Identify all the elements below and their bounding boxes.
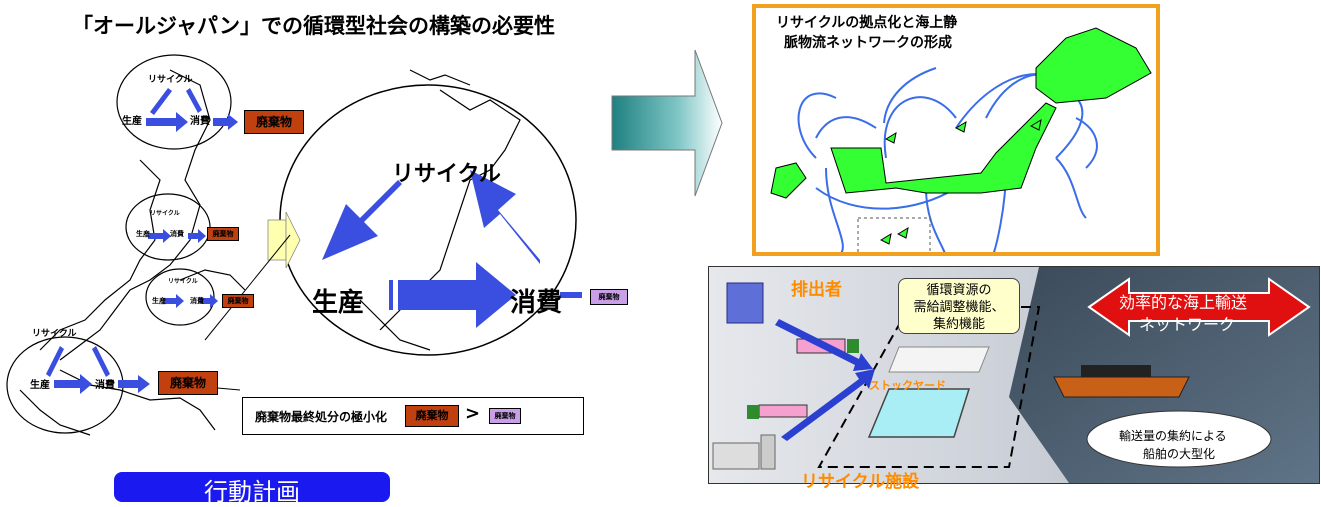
- network-label-line2: ネットワーク: [1139, 315, 1236, 334]
- callout-line3: 集約機能: [932, 317, 985, 332]
- stockyard-pool: [867, 388, 971, 438]
- factory-icon: [712, 442, 760, 470]
- flow-arrow: [781, 369, 875, 441]
- network-arrow: [1087, 277, 1311, 337]
- label-production-small: 生産: [152, 297, 166, 305]
- truck-icon: [758, 404, 808, 418]
- label-production-small: 生産: [136, 230, 150, 238]
- left-diagram: [6, 54, 582, 436]
- cycle-arrows-large: [267, 170, 582, 328]
- ship-icon: [1053, 376, 1190, 398]
- label-recycle-small: リサイクル: [32, 329, 77, 339]
- logistics-panel: 排出者 ストックヤード 効率的な海上輸送 ネットワーク 輸送量の集約による 船舶…: [708, 266, 1320, 492]
- callout-line2: 需給調整機能、: [913, 300, 1005, 315]
- cloud-text-line1: 輸送量の集約による: [1119, 429, 1227, 443]
- factory-icon: [760, 434, 776, 470]
- label-consumption-large: 消費: [510, 288, 563, 318]
- flow-arrow: [775, 319, 873, 371]
- legend-box: 廃棄物最終処分の極小化 廃棄物 > 廃棄物: [242, 397, 584, 435]
- truck-cab: [747, 405, 759, 419]
- label-production-small: 生産: [122, 116, 142, 127]
- waste-box: 廃棄物: [222, 294, 254, 308]
- callout-line1: 循環資源の: [926, 283, 992, 298]
- network-label-line1: 効率的な海上輸送: [1119, 293, 1248, 312]
- network-caption-line2: 脈物流ネットワークの形成: [784, 35, 952, 51]
- cycle-ellipse-low: [145, 268, 215, 326]
- legend-text: 廃棄物最終処分の極小化: [255, 410, 388, 424]
- pointer-line: [204, 234, 291, 341]
- label-consumption-small: 消費: [95, 380, 115, 391]
- warehouse: [888, 346, 990, 373]
- logistics-illustration: [709, 267, 1319, 483]
- label-recycle-small: リサイクル: [148, 75, 193, 85]
- label-recycle-small: リサイクル: [168, 278, 198, 285]
- waste-box: 廃棄物: [158, 371, 218, 395]
- page-title: 「オールジャパン」での循環型社会の構築の必要性: [72, 14, 555, 38]
- ship-icons: [879, 118, 1042, 245]
- dashed-area: [857, 217, 931, 252]
- legend-waste-box: 廃棄物: [405, 405, 459, 427]
- waste-box: 廃棄物: [207, 227, 239, 241]
- waste-box: 廃棄物: [244, 110, 304, 134]
- recycle-facility-label: リサイクル施設: [801, 472, 920, 492]
- truck-cab: [847, 339, 859, 353]
- transition-arrow: [611, 49, 723, 197]
- note-cloud: [1086, 410, 1272, 468]
- label-consumption-small: 消費: [170, 230, 184, 238]
- emitter-building-icon: [726, 282, 764, 324]
- network-map: [770, 27, 1152, 252]
- label-production-small: 生産: [30, 380, 50, 391]
- japan-land: [770, 27, 1152, 199]
- waste-box-small: 廃棄物: [590, 289, 628, 305]
- function-callout: 循環資源の 需給調整機能、 集約機能: [898, 278, 1020, 334]
- ship-cabin: [1081, 365, 1151, 377]
- cycle-ellipse-mid: [125, 193, 211, 261]
- cycle-ellipse-top: [116, 54, 232, 150]
- label-recycle-small: リサイクル: [150, 210, 180, 217]
- legend-waste-small: 廃棄物: [489, 408, 521, 424]
- label-consumption-small: 消費: [190, 116, 210, 127]
- emitter-label: 排出者: [791, 280, 842, 300]
- network-map-panel: リサイクルの拠点化と海上静 脈物流ネットワークの形成: [752, 4, 1160, 256]
- legend-greater: >: [465, 403, 481, 424]
- stockyard-label: ストックヤード: [869, 379, 946, 392]
- network-caption-line1: リサイクルの拠点化と海上静: [776, 15, 958, 31]
- label-consumption-small: 消費: [190, 297, 204, 305]
- label-production-large: 生産: [312, 288, 365, 318]
- cycle-arrows-small: [46, 88, 238, 394]
- label-recycle-large: リサイクル: [392, 162, 501, 187]
- action-plan-banner[interactable]: 行動計画: [114, 472, 390, 506]
- cloud-text-line2: 船舶の大型化: [1143, 447, 1216, 461]
